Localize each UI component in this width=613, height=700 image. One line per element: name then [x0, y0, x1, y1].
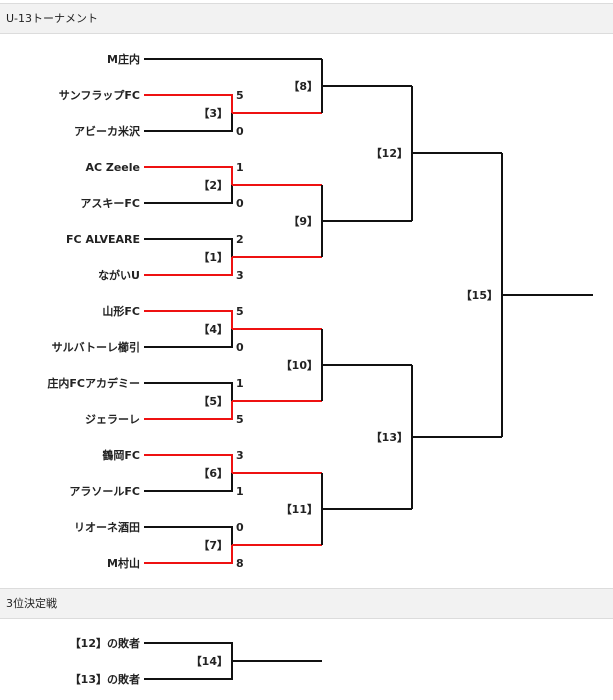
third-entry-1: 【12】の敗者 [70, 636, 140, 650]
match-label-6: 【6】 [198, 467, 228, 480]
third-place-title: 3位決定戦 [6, 597, 57, 610]
score-team-11: 5 [236, 413, 244, 426]
match-label-10: 【10】 [281, 359, 318, 372]
team-1: M庄内 [107, 52, 140, 66]
team-12: 鶴岡FC [102, 448, 140, 462]
team-11: ジェラーレ [85, 413, 140, 426]
score-team-7: 3 [236, 269, 244, 282]
match-label-2: 【2】 [198, 179, 228, 192]
line-match-3-bottom [144, 113, 233, 132]
main-bracket-header: U-13トーナメント [0, 3, 613, 34]
match-label-5: 【5】 [198, 395, 228, 408]
score-team-12: 3 [236, 449, 244, 462]
line-match-7-top [144, 526, 233, 545]
match-labels: 【3】 【2】 【1】 【4】 【5】 【6】 【7】 【8】 【9】 【10】… [191, 80, 498, 668]
match-label-11: 【11】 [281, 503, 318, 516]
line-match-5-top [144, 382, 233, 401]
line-match-4-top [144, 310, 233, 329]
score-team-6: 2 [236, 233, 244, 246]
team-9: サルバトーレ櫛引 [52, 340, 140, 354]
match-label-7: 【7】 [198, 539, 228, 552]
line-match-1-bottom [144, 257, 233, 276]
line-third-bottom [144, 661, 233, 680]
team-15: M村山 [107, 556, 140, 570]
line-match-5-bottom [144, 401, 233, 420]
team-7: ながいU [98, 268, 140, 282]
score-team-9: 0 [236, 341, 244, 354]
score-team-2: 5 [236, 89, 244, 102]
match-label-4: 【4】 [198, 323, 228, 336]
line-match-8 [321, 59, 412, 87]
team-2: サンフラップFC [59, 88, 140, 102]
line-match-7-bottom [144, 545, 233, 564]
match-label-8: 【8】 [288, 80, 318, 93]
line-match-3-top [144, 94, 233, 113]
score-team-13: 1 [236, 485, 244, 498]
score-team-15: 8 [236, 557, 244, 570]
match-label-9: 【9】 [288, 215, 318, 228]
line-match-6-bottom [144, 473, 233, 492]
team-5: アスキーFC [80, 197, 140, 210]
match-label-15: 【15】 [461, 289, 498, 302]
third-entry-2: 【13】の敗者 [70, 672, 140, 686]
score-team-14: 0 [236, 521, 244, 534]
team-14: リオーネ酒田 [74, 521, 140, 534]
line-match-6-top [144, 454, 233, 473]
team-6: FC ALVEARE [66, 233, 140, 246]
score-team-4: 1 [236, 161, 244, 174]
match-label-14: 【14】 [191, 655, 228, 668]
match-label-12: 【12】 [371, 147, 408, 160]
team-3: アビーカ米沢 [74, 124, 141, 138]
team-labels: M庄内 サンフラップFC アビーカ米沢 AC Zeele アスキーFC FC A… [47, 52, 141, 686]
score-team-10: 1 [236, 377, 244, 390]
match-label-3: 【3】 [198, 107, 228, 120]
team-4: AC Zeele [85, 161, 140, 174]
team-10: 庄内FCアカデミー [47, 376, 140, 390]
line-third-top [144, 642, 233, 661]
team-8: 山形FC [102, 304, 140, 318]
match-label-13: 【13】 [371, 431, 408, 444]
line-match-1-top [144, 238, 233, 257]
bracket-lines [144, 58, 593, 680]
third-place-header: 3位決定戦 [0, 588, 613, 619]
match-label-1: 【1】 [198, 251, 228, 264]
main-bracket-title: U-13トーナメント [6, 12, 99, 25]
score-team-5: 0 [236, 197, 244, 210]
score-team-8: 5 [236, 305, 244, 318]
score-team-3: 0 [236, 125, 244, 138]
scores: 5 0 1 0 2 3 5 0 1 5 3 1 0 8 [236, 89, 244, 570]
team-13: アラソールFC [69, 485, 140, 498]
line-match-4-bottom [144, 329, 233, 348]
line-match-2-bottom [144, 185, 233, 204]
line-match-2-top [144, 166, 233, 185]
